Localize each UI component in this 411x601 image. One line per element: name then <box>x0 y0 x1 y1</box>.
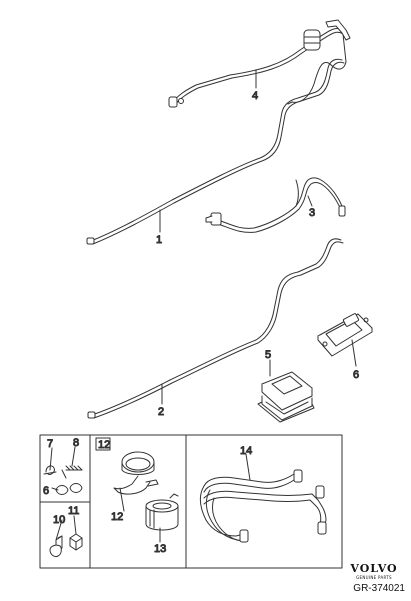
bracket-plate-icon[interactable] <box>317 313 373 357</box>
short-pipe-icon[interactable] <box>205 177 346 233</box>
label-part-10: 10 <box>53 514 65 526</box>
label-part-5: 5 <box>265 349 271 361</box>
label-part-12: 12 <box>111 511 123 523</box>
hose-set-icon[interactable] <box>199 469 327 543</box>
label-part-2: 2 <box>158 406 164 418</box>
upper-pipe-icon[interactable] <box>168 19 351 108</box>
brand-tagline: GENUINE PARTS <box>356 575 392 580</box>
kit-panels <box>39 434 343 569</box>
label-part-11: 11 <box>68 505 79 517</box>
nut-icon[interactable] <box>69 533 83 551</box>
label-part-3: 3 <box>309 207 315 219</box>
label-part-6-clip: 6 <box>43 485 49 497</box>
clamp-icon[interactable] <box>113 451 159 495</box>
clip-icon[interactable] <box>43 465 83 495</box>
canister-icon[interactable] <box>145 493 179 531</box>
rubber-pad-icon[interactable] <box>257 371 315 423</box>
label-part-7: 7 <box>47 438 53 450</box>
reference-number: GR-374021 <box>353 583 405 594</box>
long-pipe-icon[interactable] <box>87 238 344 419</box>
long-pipe-icon[interactable] <box>86 58 345 245</box>
label-part-1: 1 <box>156 234 162 246</box>
leader-lines <box>49 69 357 543</box>
label-part-4: 4 <box>252 90 258 102</box>
bolt-icon[interactable] <box>49 535 63 557</box>
label-part-14: 14 <box>240 445 252 457</box>
label-part-13: 13 <box>154 543 166 555</box>
label-part-8: 8 <box>73 437 79 449</box>
brand-logo: VOLVO GENUINE PARTS <box>343 562 405 580</box>
label-part-6: 6 <box>353 369 359 381</box>
label-part-12-box: 12 <box>98 439 110 451</box>
brand-logo-text: VOLVO <box>350 562 398 575</box>
